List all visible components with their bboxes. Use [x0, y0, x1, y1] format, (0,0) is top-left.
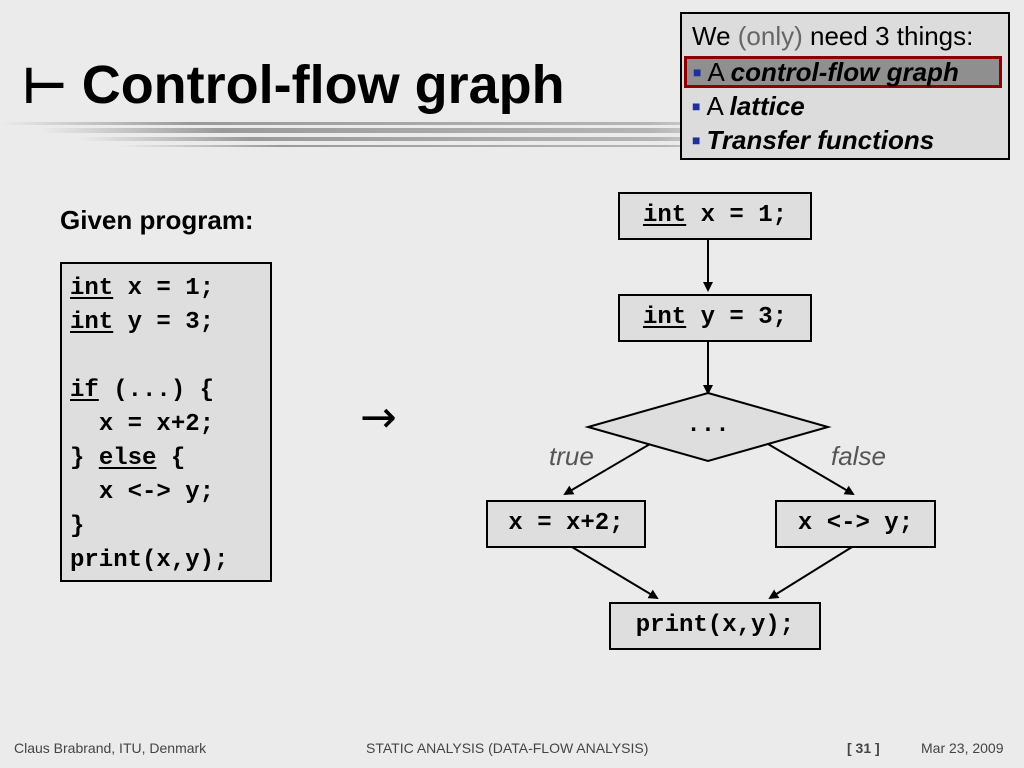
cfg-condition-label: ...: [686, 412, 730, 439]
edge-else-to-join: [768, 546, 853, 600]
edge-then-to-join: [571, 546, 659, 600]
cfg-node-int-x: int x = 1;: [618, 192, 812, 240]
summary-item-lattice: ■A lattice: [692, 91, 805, 121]
code-line: int x = 1;: [70, 275, 215, 302]
turnstile-icon: ⊢: [22, 57, 68, 115]
given-program-label: Given program:: [60, 205, 254, 235]
edge-false: [767, 443, 855, 496]
summary-item-control-flow-graph: ■A control-flow graph: [684, 56, 1002, 88]
cfg-node-print: print(x,y);: [609, 602, 821, 650]
code-line: print(x,y);: [70, 547, 229, 574]
title-underline-decoration: [0, 122, 760, 147]
code-line: } else {: [70, 445, 186, 472]
cfg-node-else: x <-> y;: [775, 500, 936, 548]
footer-page-number: [ 31 ]: [847, 740, 880, 756]
bullet-icon: ■: [693, 64, 702, 80]
footer-course: STATIC ANALYSIS (DATA-FLOW ANALYSIS): [366, 740, 649, 756]
bullet-icon: ■: [692, 98, 701, 114]
right-arrow-icon: →: [360, 392, 397, 443]
footer-author: Claus Brabrand, ITU, Denmark: [14, 740, 207, 756]
summary-heading: We (only) need 3 things:: [692, 21, 974, 51]
edge-label-false: false: [831, 441, 886, 471]
code-line: }: [70, 513, 85, 540]
page-title-text: Control-flow graph: [81, 55, 565, 115]
cfg-node-int-y: int y = 3;: [618, 294, 812, 342]
footer-date: Mar 23, 2009: [921, 740, 1004, 756]
cfg-node-then: x = x+2;: [486, 500, 646, 548]
code-line: x <-> y;: [98, 479, 215, 506]
summary-box: We (only) need 3 things: ■A control-flow…: [680, 12, 1010, 160]
summary-item-transfer-functions: ■Transfer functions: [692, 125, 935, 155]
code-line: int y = 3;: [70, 309, 215, 336]
code-line: x = x+2;: [98, 411, 215, 438]
edge-true: [563, 443, 651, 496]
program-code-box: int x = 1; int y = 3; if (...) { x = x+2…: [60, 262, 272, 582]
edge-label-true: true: [549, 441, 594, 471]
code-line: if (...) {: [70, 377, 215, 404]
bullet-icon: ■: [692, 132, 701, 148]
page-title: ⊢Control-flow graph: [22, 50, 565, 120]
